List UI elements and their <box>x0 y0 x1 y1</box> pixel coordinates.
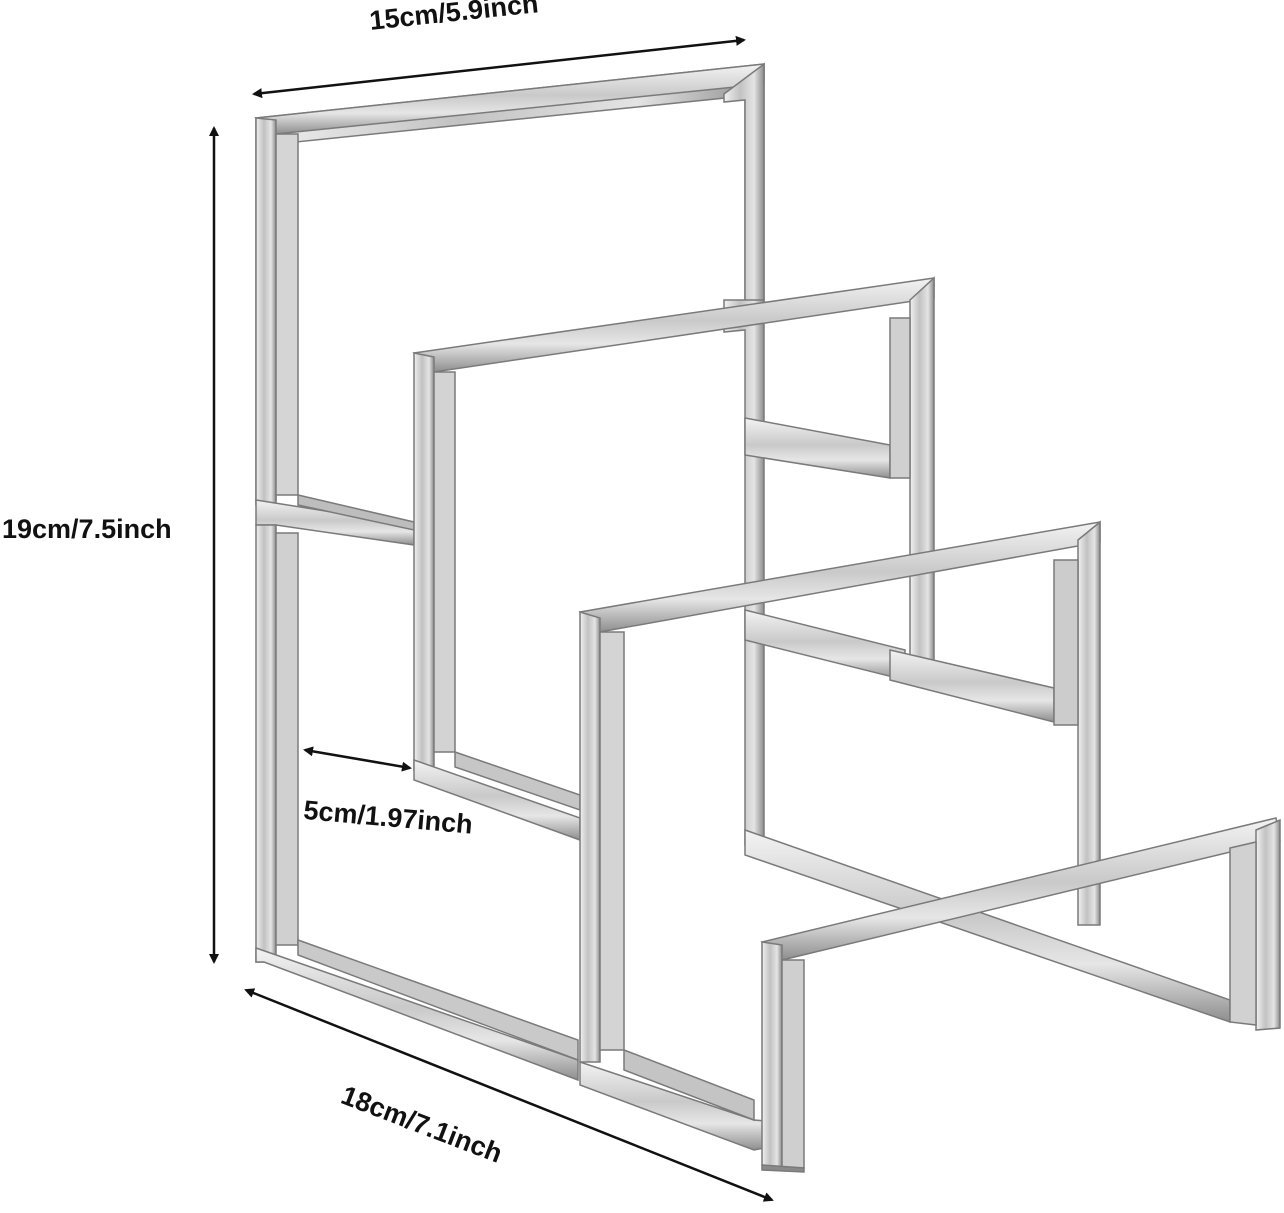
base-runner <box>744 817 1281 1173</box>
front-frame <box>578 520 1101 1151</box>
height-label: 19cm/7.5inch <box>2 514 172 544</box>
width-arrow <box>252 35 746 99</box>
dimension-arrows <box>209 35 774 1202</box>
spacing-arrow <box>303 746 412 772</box>
middle-frame <box>412 276 1055 842</box>
back-frame <box>254 62 765 1082</box>
depth-arrow <box>244 988 774 1202</box>
